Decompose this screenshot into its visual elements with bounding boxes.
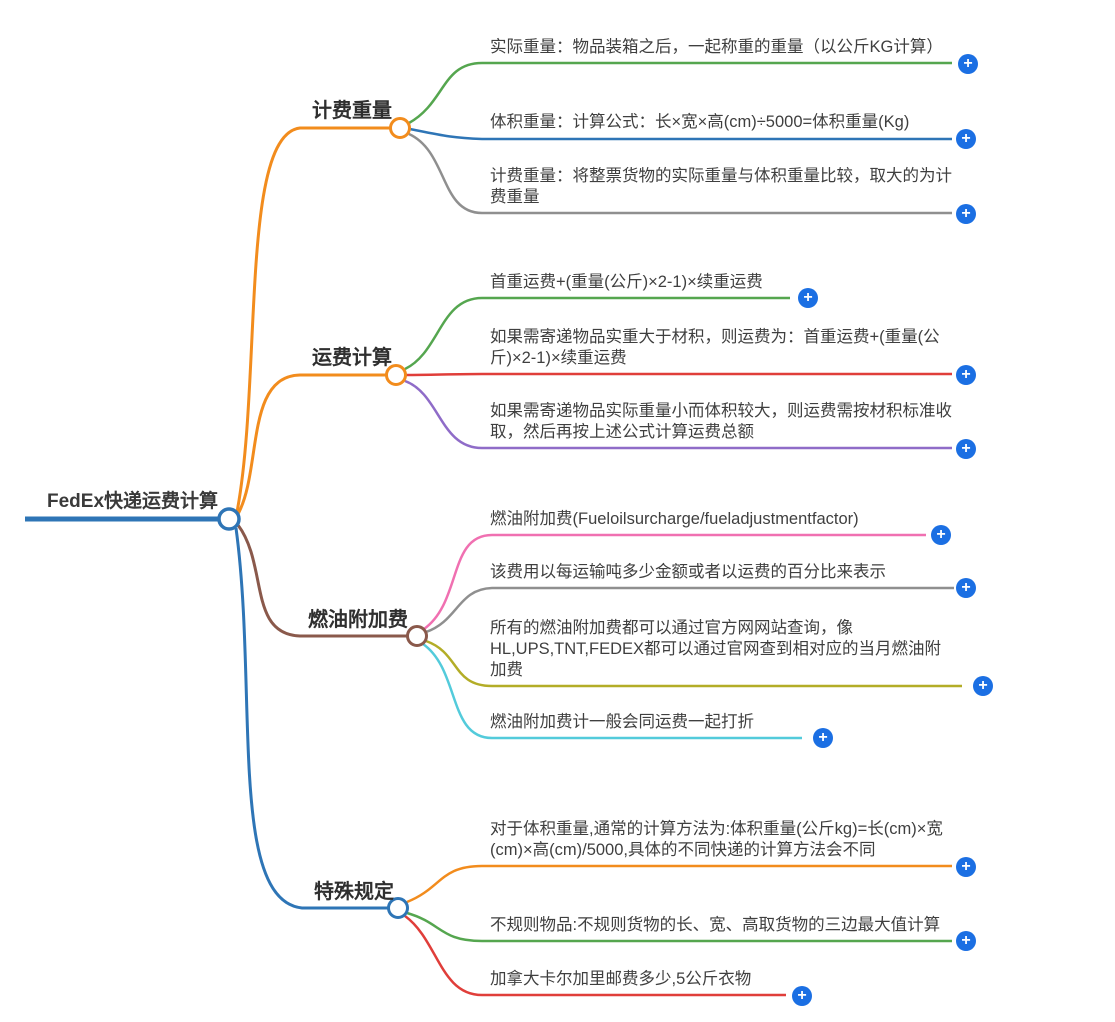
leaf-fuel-expression[interactable]: 该费用以每运输吨多少金额或者以运费的百分比来表示	[490, 563, 886, 581]
plus-icon: +	[803, 289, 813, 306]
add-node-button-actual-weight[interactable]: +	[958, 54, 978, 74]
connector-volume-weight	[409, 127, 952, 141]
leaf-freight-actual-greater[interactable]: 如果需寄递物品实重大于材积，则运费为：首重运费+(重量(公斤)×2-1)×续重运…	[490, 328, 940, 367]
leaf-chargeable-weight[interactable]: 计费重量：将整票货物的实际重量与体积重量比较，取大的为计费重量	[490, 167, 952, 206]
add-node-button-fuel-discount[interactable]: +	[813, 728, 833, 748]
plus-icon: +	[961, 579, 971, 596]
add-node-button-volume-weight[interactable]: +	[956, 129, 976, 149]
add-node-button-chargeable-weight[interactable]: +	[956, 204, 976, 224]
connector-fuel-official-sites	[425, 639, 962, 688]
connector-special-canada	[404, 914, 786, 997]
connector-fuel-term	[423, 533, 926, 631]
connector-fuel-expression	[425, 586, 954, 634]
leaf-fuel-official-sites[interactable]: 所有的燃油附加费都可以通过官方网网站查询，像HL,UPS,TNT,FEDEX都可…	[490, 619, 942, 679]
leaf-fuel-term[interactable]: 燃油附加费(Fueloilsurcharge/fueladjustmentfac…	[490, 510, 859, 528]
billing-weight-node-circle[interactable]	[389, 117, 411, 139]
add-node-button-special-irregular[interactable]: +	[956, 931, 976, 951]
add-node-button-fuel-expression[interactable]: +	[956, 578, 976, 598]
fuel-surcharge-node-circle[interactable]	[406, 625, 428, 647]
connector-actual-weight	[408, 61, 952, 125]
plus-icon: +	[961, 858, 971, 875]
special-rules-node-circle[interactable]	[387, 897, 409, 919]
leaf-actual-weight[interactable]: 实际重量：物品装箱之后，一起称重的重量（以公斤KG计算）	[490, 38, 943, 56]
plus-icon: +	[963, 55, 973, 72]
leaf-freight-formula[interactable]: 首重运费+(重量(公斤)×2-1)×续重运费	[490, 273, 763, 291]
plus-icon: +	[978, 677, 988, 694]
connector-fuel-discount	[422, 642, 802, 740]
connector-special-volume-formula	[406, 864, 952, 904]
add-node-button-special-volume-formula[interactable]: +	[956, 857, 976, 877]
plus-icon: +	[936, 526, 946, 543]
plus-icon: +	[961, 932, 971, 949]
connector-freight-formula	[404, 296, 790, 371]
add-node-button-freight-actual-greater[interactable]: +	[956, 365, 976, 385]
connector-root-to-fuel-surcharge	[236, 524, 407, 638]
plus-icon: +	[818, 729, 828, 746]
connector-root-to-special-rules	[234, 527, 388, 910]
freight-calc-node-circle[interactable]	[385, 364, 407, 386]
plus-icon: +	[961, 130, 971, 147]
branch-label-fuel-surcharge[interactable]: 燃油附加费	[308, 609, 408, 631]
root-node-circle[interactable]	[217, 507, 241, 531]
connector-root-to-freight-calc	[236, 373, 386, 515]
branch-label-freight-calc[interactable]: 运费计算	[312, 347, 392, 369]
add-node-button-special-canada[interactable]: +	[792, 986, 812, 1006]
add-node-button-fuel-term[interactable]: +	[931, 525, 951, 545]
leaf-special-canada[interactable]: 加拿大卡尔加里邮费多少,5公斤衣物	[490, 970, 752, 988]
plus-icon: +	[961, 440, 971, 457]
root-node-label[interactable]: FedEx快递运费计算	[47, 491, 219, 512]
leaf-freight-volume-greater[interactable]: 如果需寄递物品实际重量小而体积较大，则运费需按材积标准收取，然后再按上述公式计算…	[490, 402, 952, 441]
branch-label-billing-weight[interactable]: 计费重量	[312, 100, 392, 122]
connector-special-irregular	[406, 911, 952, 943]
leaf-fuel-discount[interactable]: 燃油附加费计一般会同运费一起打折	[490, 713, 754, 731]
plus-icon: +	[797, 987, 807, 1004]
leaf-special-volume-formula[interactable]: 对于体积重量,通常的计算方法为:体积重量(公斤kg)=长(cm)×宽(cm)×高…	[490, 820, 943, 859]
add-node-button-freight-formula[interactable]: +	[798, 288, 818, 308]
leaf-volume-weight[interactable]: 体积重量：计算公式：长×宽×高(cm)÷5000=体积重量(Kg)	[490, 113, 910, 131]
plus-icon: +	[961, 366, 971, 383]
leaf-special-irregular[interactable]: 不规则物品:不规则货物的长、宽、高取货物的三边最大值计算	[490, 916, 941, 934]
connector-freight-volume-greater	[404, 379, 952, 450]
connector-freight-actual-greater	[405, 372, 952, 377]
branch-label-special-rules[interactable]: 特殊规定	[314, 881, 394, 903]
plus-icon: +	[961, 205, 971, 222]
connector-chargeable-weight	[408, 132, 952, 215]
connector-root-to-billing-weight	[235, 126, 390, 513]
add-node-button-freight-volume-greater[interactable]: +	[956, 439, 976, 459]
add-node-button-fuel-official-sites[interactable]: +	[973, 676, 993, 696]
